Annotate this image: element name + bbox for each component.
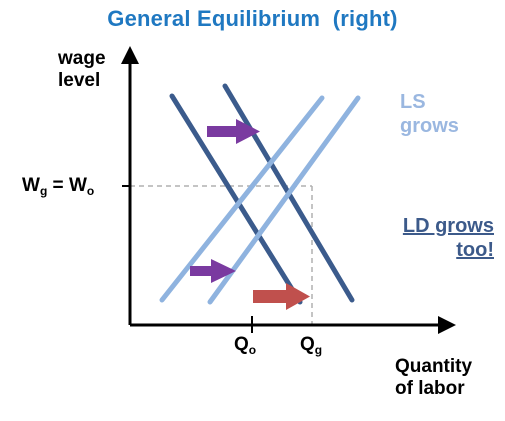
qg-letter: Q (300, 334, 315, 355)
ls-label-line1: LS (400, 91, 426, 113)
x-axis-arrowhead (438, 316, 456, 334)
qg-sub: g (314, 343, 323, 357)
y-axis-arrowhead (121, 46, 139, 64)
quantity-change-arrow (253, 283, 310, 310)
y-axis-label-line2: level (58, 70, 101, 91)
wage-equals: = (47, 175, 69, 196)
y-axis-label-line1: wage (58, 48, 106, 69)
y-axis-label: wage level (58, 48, 106, 92)
wage-o-sub: o (86, 184, 95, 198)
ls-line-original (159, 95, 325, 303)
qo-letter: Q (234, 334, 249, 355)
ld-label-line1: LD grows (402, 215, 494, 237)
ld-line-original (169, 93, 303, 305)
ld-label: LD grows too! (382, 214, 494, 262)
ls-label-line2: grows (400, 115, 459, 137)
x-axis-label-line2: of labor (395, 378, 465, 399)
qg-tick-label: Qg (300, 334, 322, 357)
wage-g-letter: W (22, 175, 40, 196)
ld-label-line2: too! (456, 239, 494, 261)
diagram-title: General Equilibrium (right) (107, 6, 398, 31)
ls-shift-arrow (190, 259, 236, 283)
qo-sub: o (248, 343, 257, 357)
ls-label: LS grows (400, 90, 459, 138)
wage-tick-label: Wg = Wo (22, 175, 94, 198)
qo-tick-label: Qo (234, 334, 256, 357)
wage-g-sub: g (39, 184, 48, 198)
x-axis-label-line1: Quantity (395, 356, 473, 377)
wage-o-letter: W (68, 175, 87, 196)
ls-line-shifted (207, 95, 361, 305)
ld-shift-arrow (207, 119, 260, 144)
x-axis-label: Quantity of labor (395, 356, 472, 400)
